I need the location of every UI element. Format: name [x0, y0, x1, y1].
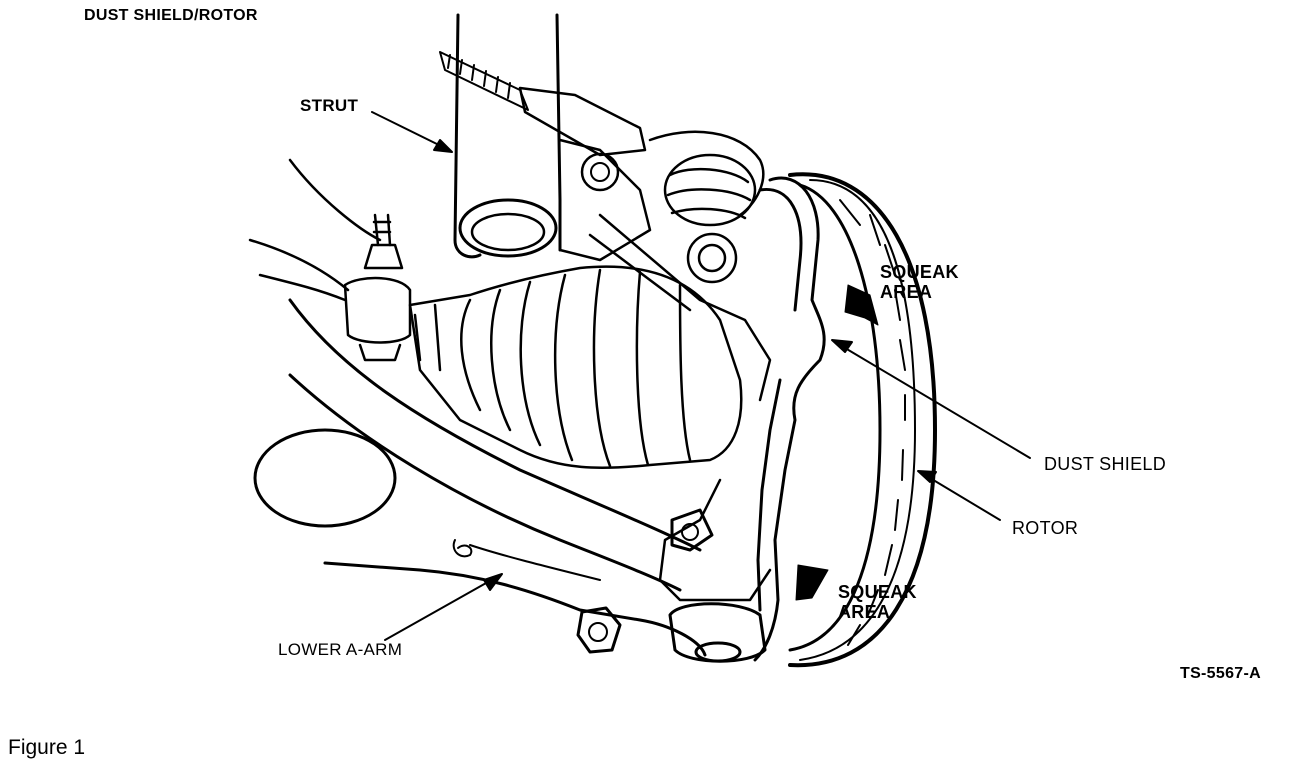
figure-caption: Figure 1	[8, 736, 86, 759]
label-rotor: ROTOR	[1012, 518, 1079, 538]
dust-shield-part	[753, 176, 826, 662]
leader-lower-a-arm	[384, 573, 503, 641]
label-squeak-bottom-line1: SQUEAK	[838, 582, 917, 602]
label-squeak-area-top: SQUEAK AREA	[880, 262, 959, 302]
ball-joint	[648, 130, 765, 284]
leader-strut	[371, 111, 453, 153]
rotor-disc	[788, 172, 937, 668]
squeak-arrow-top	[844, 284, 879, 326]
label-squeak-bottom-line2: AREA	[838, 602, 891, 622]
label-lower-a-arm: LOWER A-ARM	[278, 640, 403, 659]
tie-rod-end	[248, 158, 412, 362]
lower-a-arm-part	[253, 298, 767, 663]
label-squeak-top-line1: SQUEAK	[880, 262, 959, 282]
leader-dust-shield	[831, 339, 1031, 459]
label-squeak-area-bottom: SQUEAK AREA	[838, 582, 917, 622]
leader-rotor	[917, 470, 1001, 521]
figure-code: TS-5567-A	[1180, 665, 1261, 682]
label-strut: STRUT	[300, 96, 359, 115]
cv-boot	[408, 265, 743, 470]
strut-part	[439, 13, 652, 262]
squeak-arrow-bottom	[795, 564, 829, 601]
diagram-title: DUST SHIELD/ROTOR	[84, 7, 258, 24]
label-dust-shield: DUST SHIELD	[1044, 454, 1166, 474]
steering-knuckle	[588, 213, 772, 602]
label-squeak-top-line2: AREA	[880, 282, 933, 302]
